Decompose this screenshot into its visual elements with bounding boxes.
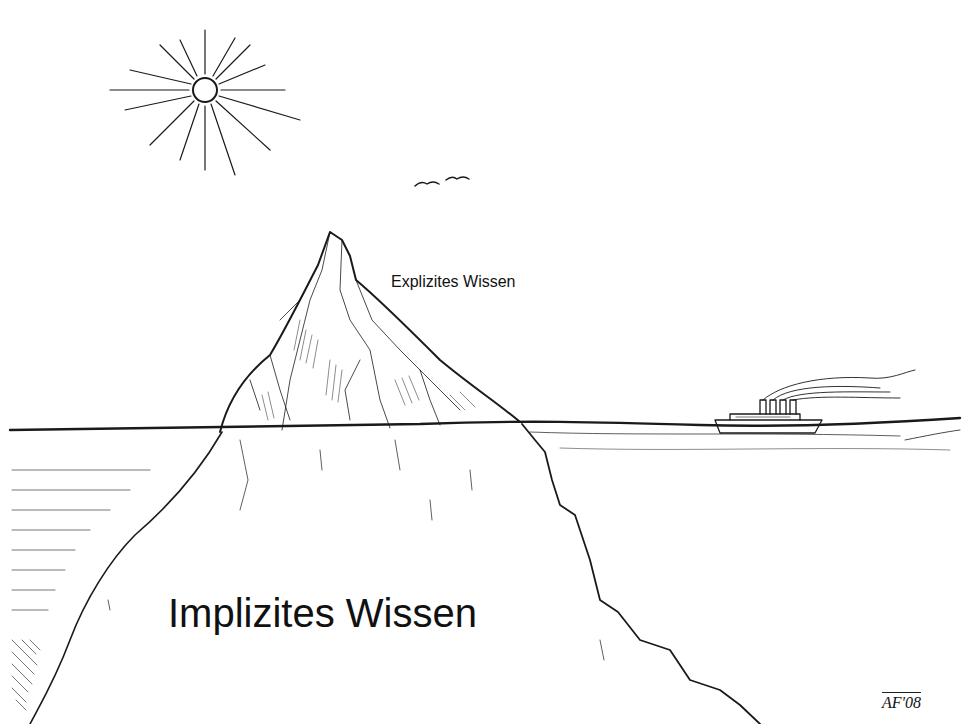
submerged-label: Implizites Wissen — [168, 590, 477, 636]
tip-label: Explizites Wissen — [388, 272, 518, 292]
steamship — [715, 370, 915, 433]
sun — [110, 30, 300, 175]
signature: AF'08 — [882, 692, 921, 712]
birds — [415, 177, 469, 186]
